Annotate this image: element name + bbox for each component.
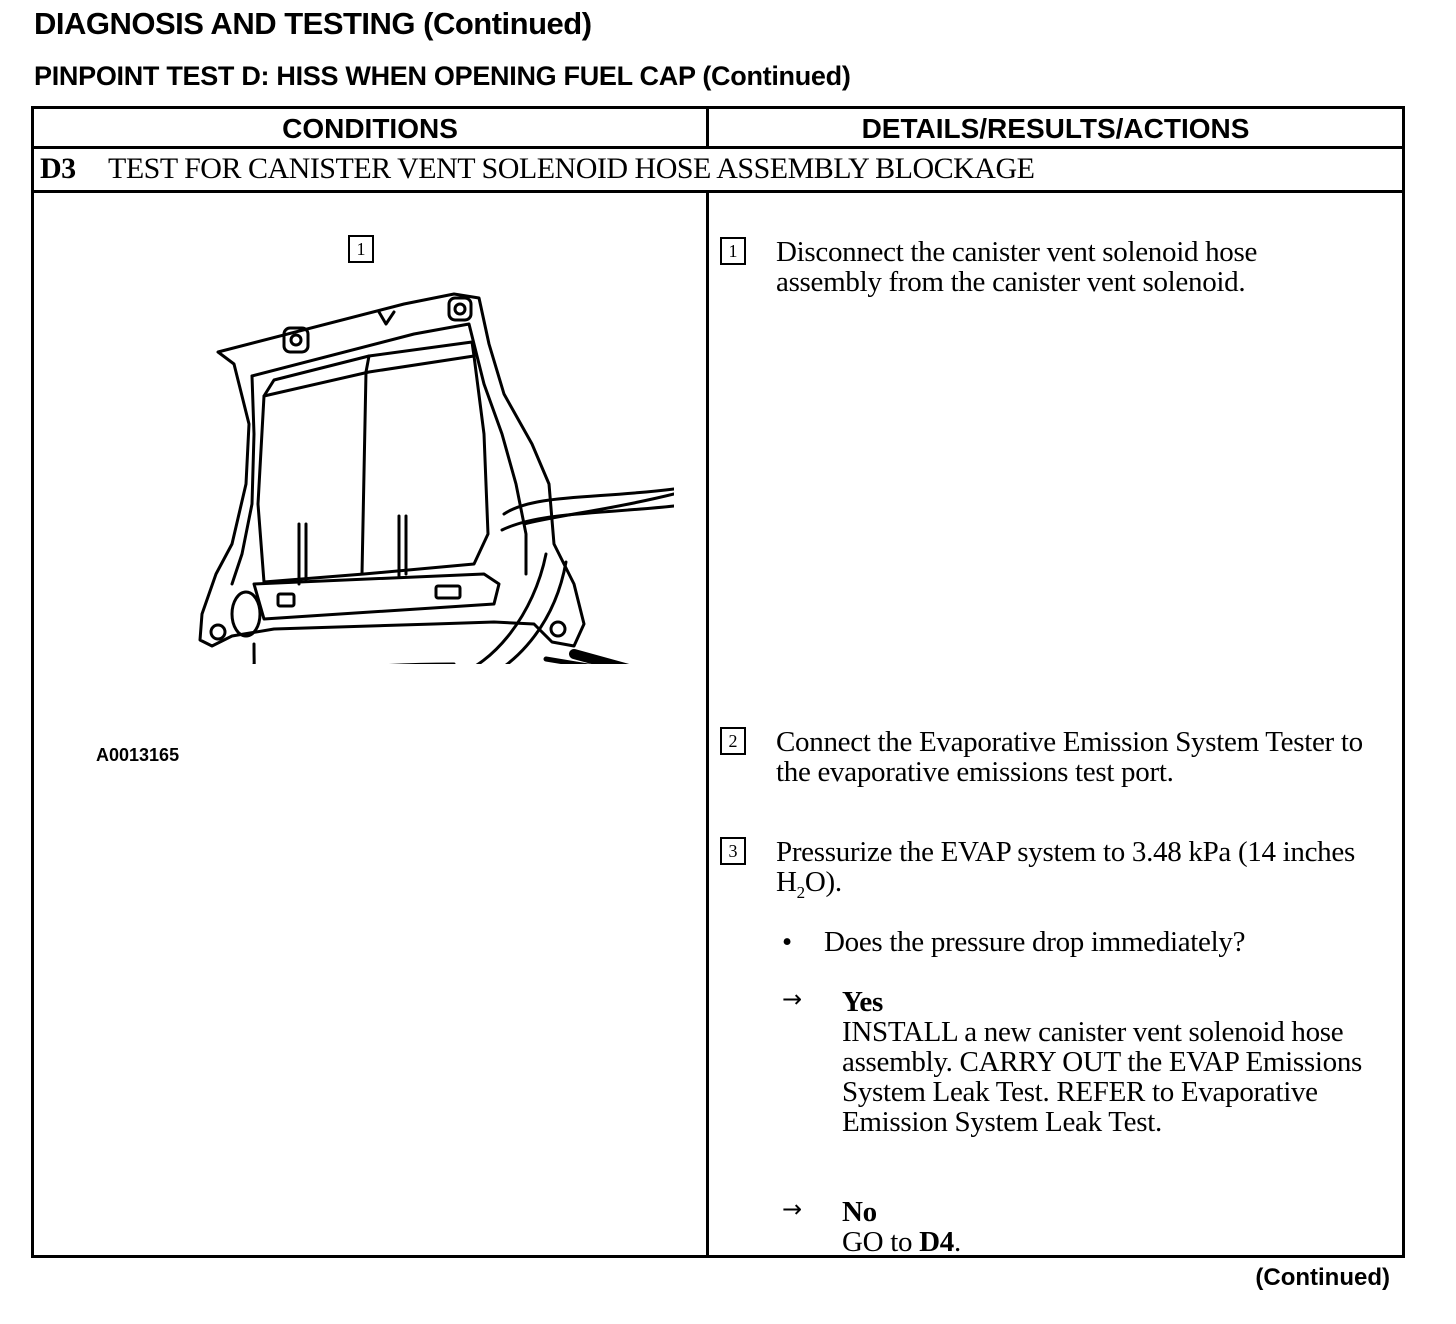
pinpoint-test-title: PINPOINT TEST D: HISS WHEN OPENING FUEL …	[34, 61, 851, 91]
result-no-action-suffix: .	[954, 1226, 961, 1258]
result-no-action: GO to D4.	[842, 1227, 1382, 1257]
page-title: DIAGNOSIS AND TESTING (Continued)	[34, 6, 592, 41]
column-header-details: DETAILS/RESULTS/ACTIONS	[861, 113, 1250, 144]
step-title-row: D3 TEST FOR CANISTER VENT SOLENOID HOSE …	[34, 149, 1402, 193]
result-yes-action: INSTALL a new canister vent solenoid hos…	[842, 1016, 1363, 1138]
header-column-divider	[706, 109, 709, 149]
action-1-number: 1	[720, 237, 746, 265]
action-3-number: 3	[720, 837, 746, 865]
result-no-action-prefix: GO to	[842, 1226, 920, 1258]
body-column-divider	[706, 193, 709, 1255]
result-no-label: No	[842, 1196, 877, 1228]
step-id: D3	[40, 152, 76, 185]
canister-vent-solenoid-illustration	[198, 292, 674, 664]
arrow-right-icon: →	[782, 985, 803, 1013]
action-3-text-end: O).	[804, 866, 842, 898]
step-title: TEST FOR CANISTER VENT SOLENOID HOSE ASS…	[108, 152, 1035, 185]
table-header-row: CONDITIONS DETAILS/RESULTS/ACTIONS	[34, 109, 1402, 149]
action-3-subscript: 2	[796, 882, 806, 902]
action-2-text: Connect the Evaporative Emission System …	[776, 726, 1363, 788]
action-3-text: Pressurize the EVAP system to 3.48 kPa (…	[776, 837, 1396, 908]
action-1-text: Disconnect the canister vent solenoid ho…	[776, 236, 1258, 298]
question-text: Does the pressure drop immediately?	[824, 926, 1246, 958]
arrow-right-icon: →	[782, 1195, 803, 1223]
figure-id: A0013165	[96, 745, 180, 765]
result-yes-label: Yes	[842, 986, 883, 1018]
action-3-text-main: Pressurize the EVAP system to 3.48 kPa (…	[776, 836, 1355, 898]
bullet-icon: •	[782, 926, 792, 958]
continued-label: (Continued)	[1255, 1264, 1390, 1291]
figure-callout-box: 1	[348, 235, 374, 263]
action-2-number: 2	[720, 727, 746, 755]
pinpoint-test-table: CONDITIONS DETAILS/RESULTS/ACTIONS D3 TE…	[31, 106, 1405, 1258]
column-header-conditions: CONDITIONS	[282, 113, 458, 144]
result-no-step-link[interactable]: D4	[919, 1226, 954, 1258]
